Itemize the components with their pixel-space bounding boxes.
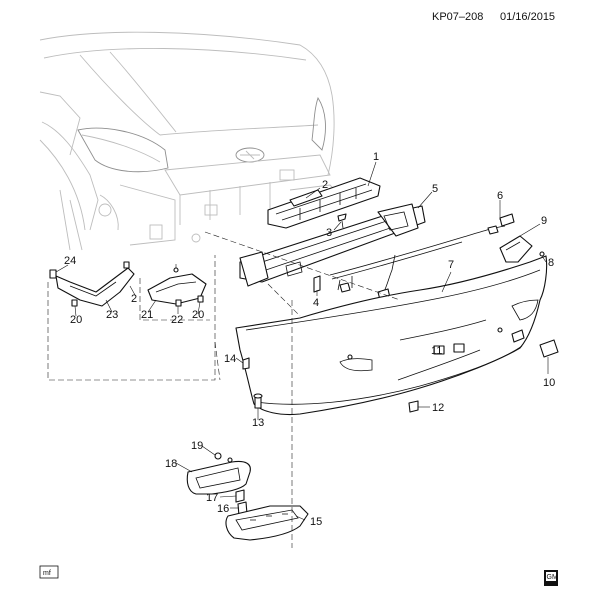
- callout-7: 7: [448, 259, 454, 271]
- part-13-screw: [253, 393, 263, 409]
- part-14-clip: [242, 357, 250, 370]
- part-12-push-retainer: [408, 400, 419, 413]
- callout-24: 24: [64, 255, 76, 267]
- leader-lines: [55, 161, 549, 521]
- callout-20-right: 20: [192, 309, 204, 321]
- part-19-nut: [214, 452, 222, 460]
- callout-5: 5: [432, 183, 438, 195]
- callout-10: 10: [543, 377, 555, 389]
- callout-21: 21: [141, 309, 153, 321]
- part-11-bumper-fascia: [235, 255, 548, 416]
- footer-left-mark: mf: [39, 565, 59, 579]
- callout-8: 8: [548, 257, 554, 269]
- part-21-center-bracket: [147, 267, 207, 307]
- part-23-left-guide-bracket: [49, 261, 135, 307]
- part-3-push-pin: [337, 213, 347, 229]
- callout-6: 6: [497, 190, 503, 202]
- callout-12: 12: [432, 402, 444, 414]
- part-17-bolt: [235, 489, 245, 503]
- callout-13: 13: [252, 417, 264, 429]
- callout-22: 22: [171, 314, 183, 326]
- part-10-tow-hook-cover: [539, 339, 559, 358]
- callout-20-left: 20: [70, 314, 82, 326]
- part-9-right-guide-bracket: [499, 235, 545, 263]
- callout-16: 16: [217, 503, 229, 515]
- callout-2-left: 2: [131, 293, 137, 305]
- callout-23: 23: [106, 309, 118, 321]
- part-15-reflector-housing: [225, 505, 309, 541]
- callout-11: 11: [431, 345, 442, 357]
- callout-19: 19: [191, 440, 203, 452]
- callout-18: 18: [165, 458, 177, 470]
- part-5-impact-bar: [239, 203, 426, 287]
- callout-15: 15: [310, 516, 322, 528]
- vehicle-rear-body: [39, 31, 341, 251]
- part-1-energy-absorber: [267, 177, 381, 229]
- mf-mark-text: mf: [43, 570, 51, 577]
- part-18-reflector: [186, 457, 251, 495]
- callout-14: 14: [224, 353, 236, 365]
- assembly-guide-lines: [47, 231, 401, 548]
- callout-2: 2: [322, 179, 328, 191]
- callout-3: 3: [326, 227, 332, 239]
- callout-17: 17: [206, 492, 218, 504]
- gm-logo-badge: GM: [544, 570, 558, 586]
- diagram-date: 01/16/2015: [500, 11, 555, 23]
- part-4-bolt: [313, 275, 321, 293]
- diagram-code: KP07–208: [432, 11, 483, 23]
- callout-1: 1: [373, 151, 379, 163]
- callout-9: 9: [541, 215, 547, 227]
- callout-labels: 1 2 3 4 5 6 7 8 9 10 11 12 13 14 15 16 1…: [64, 151, 555, 528]
- callout-4: 4: [313, 297, 319, 309]
- gm-logo-text: GM: [547, 574, 558, 581]
